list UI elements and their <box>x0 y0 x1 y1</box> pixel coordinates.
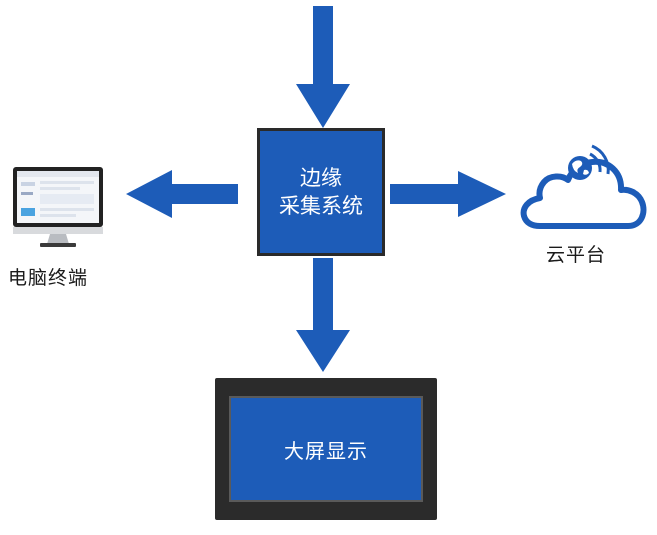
big-screen-display: 大屏显示 <box>229 396 423 502</box>
cloud-platform-label: 云平台 <box>546 244 607 266</box>
arrow-down-in <box>296 6 350 128</box>
big-screen-label: 大屏显示 <box>284 438 368 463</box>
big-screen-frame: 大屏显示 <box>215 378 437 520</box>
arrow-right-out <box>390 171 506 217</box>
cloud-icon <box>520 144 647 229</box>
pc-terminal-label: 电脑终端 <box>8 267 89 289</box>
center-box-line1: 边缘 <box>300 166 342 190</box>
edge-collection-system-box: 边缘 采集系统 <box>257 128 385 256</box>
arrow-left-out <box>126 170 238 218</box>
center-box-line2: 采集系统 <box>279 194 363 218</box>
arrow-down-out <box>296 258 350 372</box>
monitor-icon <box>13 167 103 247</box>
globe-icon <box>568 156 592 180</box>
